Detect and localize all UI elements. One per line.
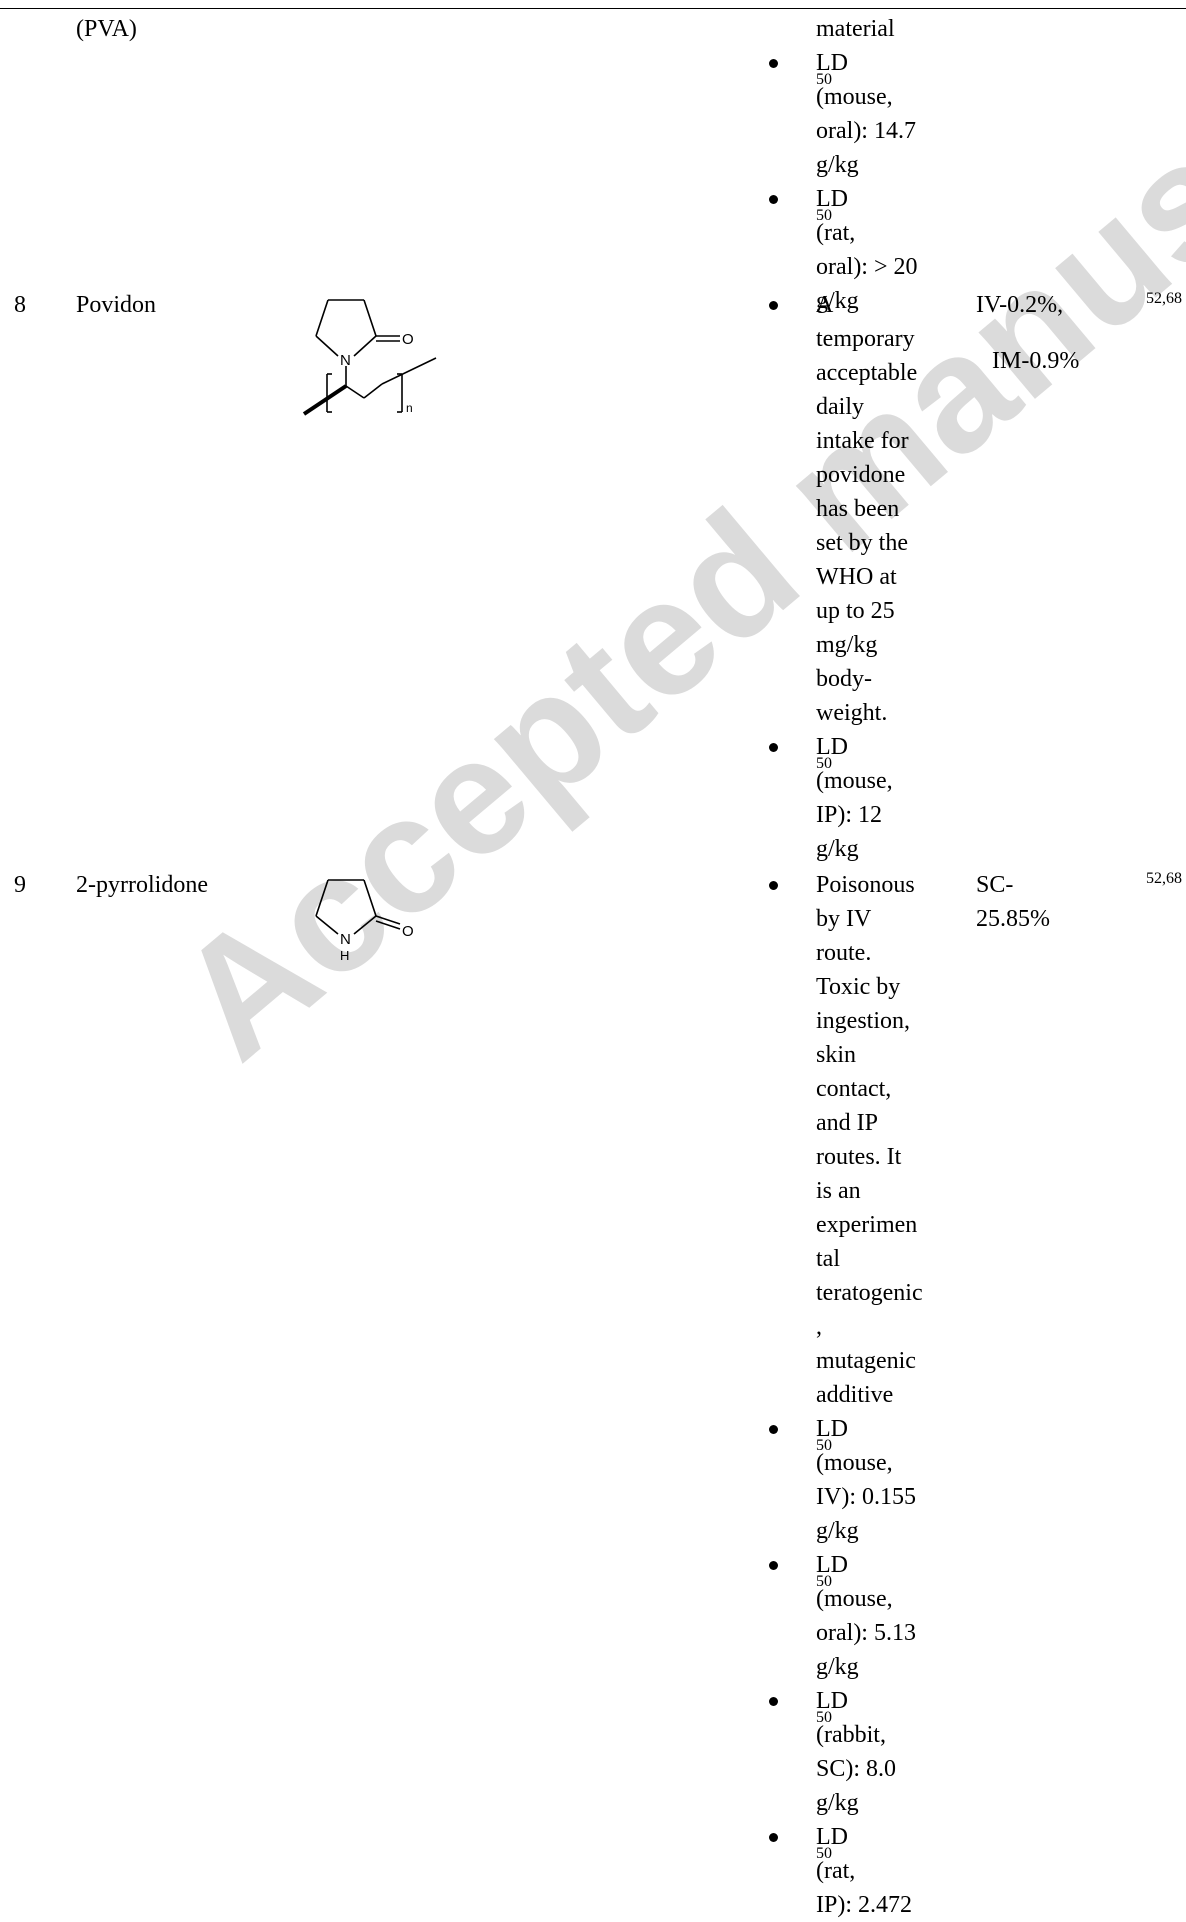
row9-tox-list: Poisonous by IV route. Toxic by ingestio…: [760, 868, 960, 1922]
row8-references: 52,68: [1146, 290, 1182, 307]
atom-n-label: N: [340, 931, 351, 948]
row9-dose-line2: 25.85%: [976, 906, 1050, 932]
atom-h-label: H: [340, 948, 349, 963]
row9-name: 2-pyrrolidone: [76, 872, 208, 898]
row9-number: 9: [14, 872, 26, 898]
row9-references: 52,68: [1146, 870, 1182, 887]
pyrrolidone-structure: N H O: [315, 879, 414, 963]
list-item: A temporary acceptable daily intake for …: [760, 288, 960, 730]
row8-dose-line1: IV-0.2%,: [976, 292, 1064, 318]
row8-name: Povidon: [76, 292, 157, 318]
atom-n-label: N: [340, 352, 351, 369]
repeat-n-label: n: [406, 401, 413, 415]
row8-dose-line2: IM-0.9%: [992, 348, 1080, 374]
row8-number: 8: [14, 292, 26, 318]
prev-row-tox-continuation: material: [816, 16, 895, 42]
row8-tox-list: A temporary acceptable daily intake for …: [760, 288, 960, 866]
povidone-structure: N O n: [302, 299, 437, 416]
row9-dose-line1: SC-: [976, 872, 1014, 898]
atom-o-label: O: [402, 331, 414, 348]
prev-row-name: (PVA): [76, 16, 137, 42]
list-item: Poisonous by IV route. Toxic by ingestio…: [760, 868, 960, 1412]
table-top-rule: [0, 8, 1186, 9]
atom-o-label: O: [402, 923, 414, 940]
